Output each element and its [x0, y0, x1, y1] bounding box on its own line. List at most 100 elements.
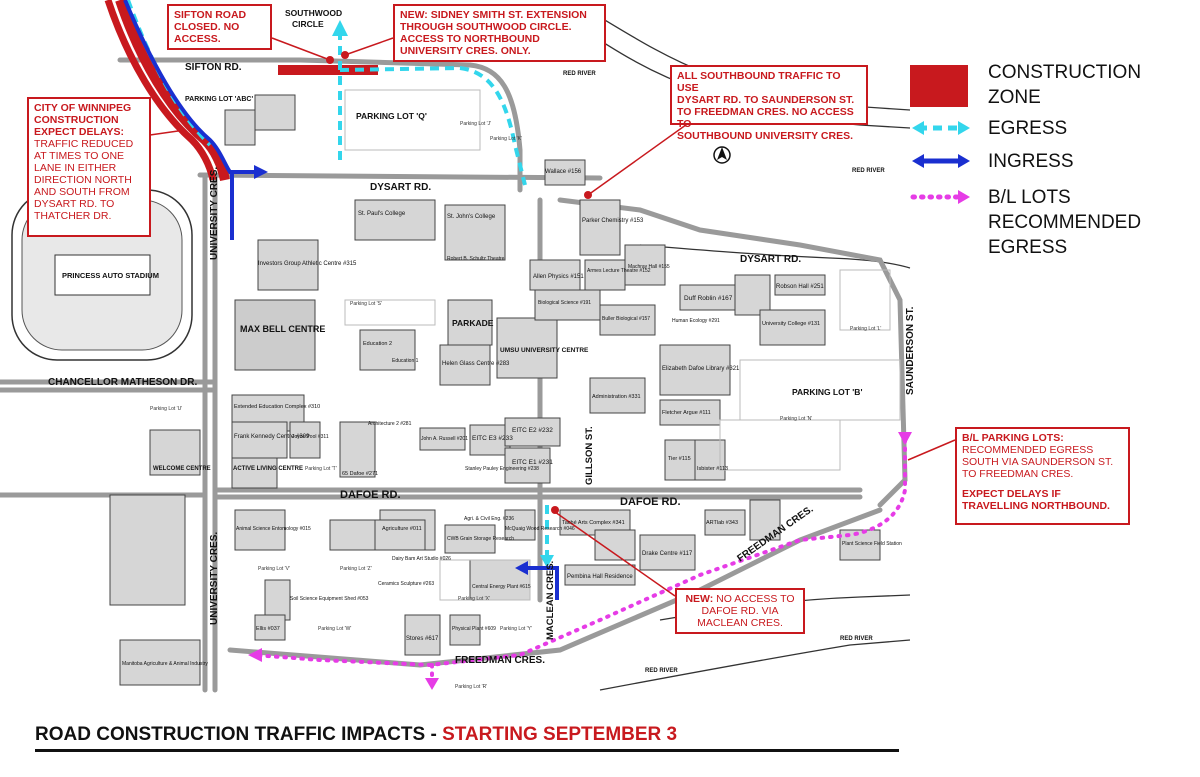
- street-freedman-s: FREEDMAN CRES.: [455, 655, 545, 666]
- callout-sifton-line3: ACCESS.: [174, 33, 221, 45]
- building-extended: Extended Education Complex #310: [234, 404, 320, 410]
- building-eitc-e2: EITC E2 #232: [512, 427, 553, 434]
- construction-university-north-2: [104, 0, 217, 181]
- building-robson: Robson Hall #251: [776, 284, 824, 290]
- legend-ingress-line1: INGRESS: [988, 151, 1074, 172]
- callout-southbound-line3: TO FREEDMAN CRES. NO ACCESS TO: [677, 106, 854, 130]
- building-soil-sci: Soil Science Equipment Shed #053: [290, 596, 369, 602]
- street-university-s: UNIVERSITY CRES.: [209, 532, 220, 625]
- street-gillson: GILLSON ST.: [584, 426, 595, 485]
- callout-bl-body2: SOUTH VIA SAUNDERSON ST.: [962, 456, 1114, 468]
- building-stanley: Stanley Pauley Engineering #238: [465, 466, 539, 472]
- building-webster: Isbister #113: [697, 466, 728, 472]
- street-red-river-1: RED RIVER: [563, 71, 596, 77]
- callout-sidney-line3: ACCESS TO NORTHBOUND: [400, 33, 540, 45]
- building-bio-sci: Biological Science #191: [538, 300, 591, 306]
- callout-bl-spacer: [962, 480, 1123, 488]
- street-dysart-e: DYSART RD.: [740, 254, 801, 265]
- building-lot-q: PARKING LOT 'Q': [356, 111, 427, 121]
- legend-egress-label: EGRESS: [988, 116, 1067, 141]
- parking-label-s: Parking Lot 'S': [350, 301, 382, 307]
- building-agri-civil: Agri. & Civil Eng. #236: [464, 516, 514, 522]
- parking-label-z: Parking Lot 'Z': [340, 566, 372, 572]
- legend-construction-line1: CONSTRUCTION: [988, 62, 1142, 83]
- building-admin: Administration #331: [592, 394, 641, 400]
- building-allen: Allen Physics #151: [533, 274, 584, 280]
- building-parkade: PARKADE: [452, 318, 494, 328]
- building-mcquaig: McQuaig Wood Research #046: [505, 526, 575, 532]
- legend-bl-line3: EGRESS: [988, 237, 1068, 258]
- callout-southbound-line2: DYSART RD. TO SAUNDERSON ST.: [677, 94, 855, 106]
- building-manitoba-ag: Manitoba Agriculture & Animal Industry: [122, 661, 208, 667]
- street-southwood-2: CIRCLE: [292, 19, 324, 29]
- callout-bl-note2: TRAVELLING NORTHBOUND.: [962, 500, 1110, 512]
- ingress-arrowhead-west: [515, 561, 528, 575]
- building-st-pauls: St. Paul's College: [358, 211, 406, 217]
- street-university-n: UNIVERSITY CRES.: [209, 167, 220, 260]
- callout-bl-head: B/L PARKING LOTS:: [962, 432, 1064, 444]
- construction-sifton: [278, 65, 378, 75]
- legend-swatches: [910, 65, 970, 204]
- callout-winnipeg-head3: EXPECT DELAYS:: [34, 126, 125, 138]
- building-machray: Machray Hall #155: [628, 264, 670, 270]
- parking-label-k: Parking Lot 'K': [490, 136, 522, 142]
- callout-maclean-body2: DAFOE RD. VIA: [701, 605, 779, 617]
- building-education: Education 2: [363, 341, 392, 347]
- building-stores: Stores #617: [406, 636, 439, 642]
- callout-bl-body1: RECOMMENDED EGRESS: [962, 444, 1094, 456]
- building-john-russell: John A. Russell #201: [421, 436, 468, 442]
- callout-sifton-line1: SIFTON ROAD: [174, 9, 247, 21]
- callout-maclean: NEW: NO ACCESS TO DAFOE RD. VIA MACLEAN …: [675, 588, 805, 634]
- parking-label-r: Parking Lot 'R': [455, 684, 487, 690]
- legend-bl-swatch: [910, 190, 970, 204]
- callout-sidney-line1: NEW: SIDNEY SMITH ST. EXTENSION: [400, 9, 587, 21]
- building-robert-schultz: Robert B. Schultz Theatre: [447, 256, 505, 262]
- construction-university-north: [115, 0, 230, 182]
- street-dafoe-e: DAFOE RD.: [620, 496, 681, 508]
- page-title-highlight: STARTING SEPTEMBER 3: [442, 724, 678, 745]
- parking-lots: [344, 89, 901, 601]
- building-plant-sci: Plant Science Field Station: [842, 541, 902, 547]
- ingress-arrowhead-east: [254, 165, 268, 179]
- title-underline: [35, 749, 899, 752]
- legend-bl-line2: RECOMMENDED: [988, 212, 1142, 233]
- street-red-river-2: RED RIVER: [852, 168, 885, 174]
- building-tier: Tier #115: [668, 456, 691, 462]
- callout-winnipeg-body6: DYSART RD. TO: [34, 198, 115, 210]
- parking-label-w: Parking Lot 'W': [318, 626, 351, 632]
- building-cwb: CWB Grain Storage Research: [447, 536, 514, 542]
- legend-egress-swatch: [912, 121, 970, 135]
- callout-sifton-line2: CLOSED. NO: [174, 21, 240, 33]
- building-dairy: Dairy Bam Art Studio #026: [392, 556, 451, 562]
- callout-winnipeg-body4: DIRECTION NORTH: [34, 174, 132, 186]
- callout-sidney-line2: THROUGH SOUTHWOOD CIRCLE.: [400, 21, 572, 33]
- callout-southbound: ALL SOUTHBOUND TRAFFIC TO USE DYSART RD.…: [670, 65, 868, 142]
- building-helen-glass: Helen Glass Centre #283: [442, 361, 510, 367]
- leader-lines: [149, 37, 956, 597]
- bl-arrowhead-south-2: [425, 678, 439, 690]
- building-wallace: Wallace #156: [545, 169, 582, 175]
- parking-labels: Parking Lot 'R' Parking Lot 'J' Parking …: [150, 121, 881, 690]
- callout-southbound-line4: SOUTHBOUND UNIVERSITY CRES.: [677, 130, 853, 142]
- callout-bl-parking: B/L PARKING LOTS: RECOMMENDED EGRESS SOU…: [955, 427, 1130, 525]
- legend-ingress-swatch: [912, 154, 970, 168]
- road-network: [0, 57, 908, 693]
- building-education1: Education 1: [392, 358, 419, 364]
- building-architecture: Architecture 2 #281: [368, 421, 412, 427]
- building-duff-roblin: Duff Roblin #167: [684, 295, 733, 302]
- parking-label-x: Parking Lot 'X': [458, 596, 490, 602]
- callout-maclean-body1: NO ACCESS TO: [713, 593, 795, 605]
- parking-label-l: Parking Lot 'L': [850, 326, 881, 332]
- ingress-routes: [123, 0, 559, 600]
- building-umsu: UMSU UNIVERSITY CENTRE: [500, 347, 589, 354]
- callout-winnipeg-body2: AT TIMES TO ONE: [34, 150, 125, 162]
- callout-winnipeg-head1: CITY OF WINNIPEG: [34, 102, 132, 114]
- parking-label-y: Parking Lot 'Y': [500, 626, 532, 632]
- building-drake: Drake Centre #117: [642, 551, 693, 557]
- street-red-river-3: RED RIVER: [840, 636, 873, 642]
- building-investors: Investors Group Athletic Centre #315: [258, 261, 357, 267]
- buildings: [109, 94, 881, 686]
- callout-winnipeg-body7: THATCHER DR.: [34, 210, 112, 222]
- building-central-energy: Central Energy Plant #615: [472, 584, 531, 590]
